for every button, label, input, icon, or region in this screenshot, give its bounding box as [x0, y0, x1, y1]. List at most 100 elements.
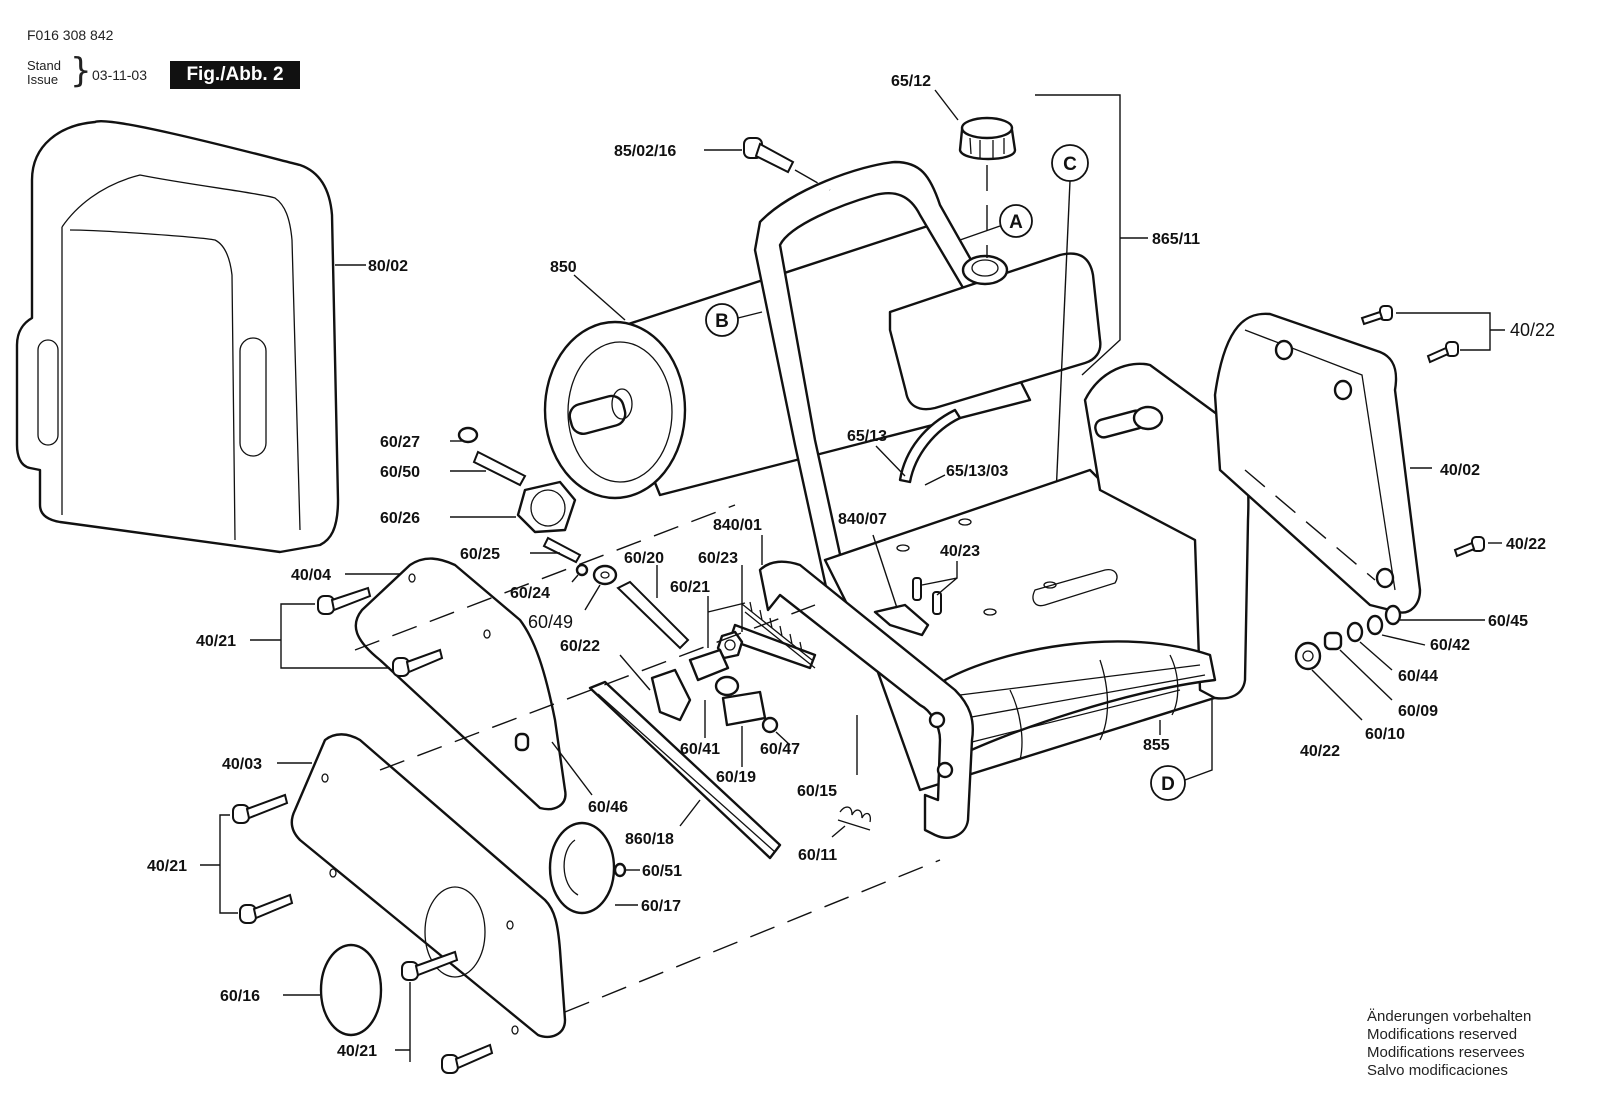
- part-840-07-clamp[interactable]: [873, 603, 930, 637]
- note-line-de: Änderungen vorbehalten: [1367, 1008, 1532, 1025]
- label-60-45: 60/45: [1488, 613, 1528, 630]
- part-60-15-spring[interactable]: [741, 601, 816, 669]
- part-60-19-plate[interactable]: [721, 690, 767, 727]
- label-40-21-a: 40/21: [196, 633, 236, 650]
- label-865-11: 865/11: [1152, 231, 1200, 248]
- callout-d: D: [1150, 765, 1186, 801]
- part-840-01-side-frame[interactable]: [728, 560, 974, 839]
- label-40-04: 40/04: [291, 567, 331, 584]
- label-60-26: 60/26: [380, 510, 420, 527]
- part-60-44-washer[interactable]: [1346, 621, 1364, 643]
- label-40-23: 40/23: [940, 543, 980, 560]
- label-60-17: 60/17: [641, 898, 681, 915]
- part-40-21-screws-b[interactable]: [232, 793, 294, 924]
- part-40-04-side-cover[interactable]: [354, 557, 567, 811]
- part-855-reel[interactable]: [943, 640, 1217, 762]
- part-60-20-pin[interactable]: [616, 580, 690, 650]
- svg-text:D: D: [1161, 774, 1175, 795]
- part-860-18-bar[interactable]: [588, 680, 782, 860]
- label-850: 850: [550, 259, 577, 276]
- part-60-21-block[interactable]: [688, 648, 730, 682]
- part-40-03-side-cover[interactable]: [290, 733, 567, 1039]
- label-60-11: 60/11: [798, 847, 837, 864]
- part-60-47-plug[interactable]: [761, 716, 779, 734]
- note-line-fr: Modifications reservees: [1367, 1044, 1525, 1061]
- label-60-24: 60/24: [510, 585, 550, 602]
- part-60-16-cap[interactable]: [319, 943, 383, 1037]
- label-60-16: 60/16: [220, 988, 260, 1005]
- label-80-02: 80/02: [368, 258, 408, 275]
- part-60-42-washer[interactable]: [1366, 614, 1384, 636]
- label-60-41: 60/41: [680, 741, 720, 758]
- label-40-22-mid: 40/22: [1506, 536, 1546, 553]
- label-60-46: 60/46: [588, 799, 628, 816]
- document-number: F016 308 842: [27, 27, 114, 43]
- label-60-49: 60/49: [528, 612, 573, 632]
- part-40-21-screws-a[interactable]: [317, 586, 444, 677]
- label-60-25: 60/25: [460, 546, 500, 563]
- part-60-22-bracket[interactable]: [650, 668, 692, 722]
- label-85-02-16: 85/02/16: [614, 143, 676, 160]
- label-40-21-b: 40/21: [147, 858, 187, 875]
- part-60-41-washer[interactable]: [714, 675, 740, 697]
- label-840-01: 840/01: [713, 517, 762, 534]
- callout-a: A: [999, 204, 1033, 238]
- label-60-44: 60/44: [1398, 668, 1438, 685]
- figure-label: Fig./Abb. 2: [170, 61, 300, 89]
- label-60-19: 60/19: [716, 769, 756, 786]
- label-60-51: 60/51: [642, 863, 682, 880]
- label-60-23: 60/23: [698, 550, 738, 567]
- label-60-27: 60/27: [380, 434, 420, 451]
- part-handle-frame[interactable]: [753, 160, 1007, 607]
- part-40-22-screw-mid[interactable]: [1453, 536, 1485, 558]
- part-80-02-cover[interactable]: [15, 120, 340, 554]
- label-65-13-03: 65/13/03: [946, 463, 1008, 480]
- part-60-23-nut[interactable]: [716, 630, 744, 660]
- part-40-21-screws-c[interactable]: [401, 950, 494, 1074]
- part-60-11-spring[interactable]: [837, 806, 871, 831]
- footer-modification-note: Änderungen vorbehalten Modifications res…: [1367, 1008, 1531, 1080]
- part-60-45-washer[interactable]: [1384, 604, 1402, 626]
- part-tank[interactable]: [888, 252, 1102, 411]
- note-line-es: Salvo modificaciones: [1367, 1062, 1508, 1079]
- part-65-12-cap[interactable]: [958, 116, 1017, 161]
- label-60-42: 60/42: [1430, 637, 1470, 654]
- label-60-09: 60/09: [1398, 703, 1438, 720]
- label-60-47: 60/47: [760, 741, 800, 758]
- label-40-02: 40/02: [1440, 462, 1480, 479]
- label-60-50: 60/50: [380, 464, 420, 481]
- stand-issue-label: Stand Issue: [27, 59, 61, 87]
- issue-date: 03-11-03: [92, 67, 148, 83]
- part-850-roller[interactable]: [543, 220, 1032, 500]
- label-40-21-c: 40/21: [337, 1043, 377, 1060]
- label-60-15: 60/15: [797, 783, 837, 800]
- part-60-17-disc[interactable]: [548, 821, 616, 915]
- label-40-22-bot: 40/22: [1300, 743, 1340, 760]
- part-60-25-screw[interactable]: [542, 536, 582, 564]
- issue-label: Issue: [27, 72, 59, 87]
- svg-text:B: B: [715, 311, 729, 332]
- part-60-10-spacer[interactable]: [1294, 641, 1322, 671]
- label-60-10: 60/10: [1365, 726, 1405, 743]
- part-60-50-bolt[interactable]: [472, 450, 527, 487]
- part-60-51-ring[interactable]: [613, 862, 627, 878]
- part-40-23-screws[interactable]: [912, 577, 942, 615]
- svg-text:A: A: [1009, 212, 1023, 233]
- part-60-26-knob[interactable]: [516, 480, 577, 534]
- part-60-27-clip[interactable]: [457, 426, 479, 444]
- part-60-24-ball[interactable]: [575, 563, 589, 577]
- part-60-09-bushing[interactable]: [1323, 631, 1343, 651]
- label-855: 855: [1143, 737, 1170, 754]
- part-85-02-16-screw[interactable]: [743, 137, 795, 174]
- label-60-22: 60/22: [560, 638, 600, 655]
- part-60-49-washer[interactable]: [592, 564, 618, 586]
- callout-b: B: [705, 303, 739, 337]
- part-40-22-screws-top[interactable]: [1360, 305, 1459, 364]
- part-40-02-right-cover[interactable]: [1213, 312, 1422, 614]
- part-65-13-hose[interactable]: [898, 408, 962, 484]
- label-60-21: 60/21: [670, 579, 710, 596]
- svg-text:C: C: [1063, 154, 1077, 175]
- callout-c: C: [1051, 144, 1089, 182]
- stand-label: Stand: [27, 58, 61, 73]
